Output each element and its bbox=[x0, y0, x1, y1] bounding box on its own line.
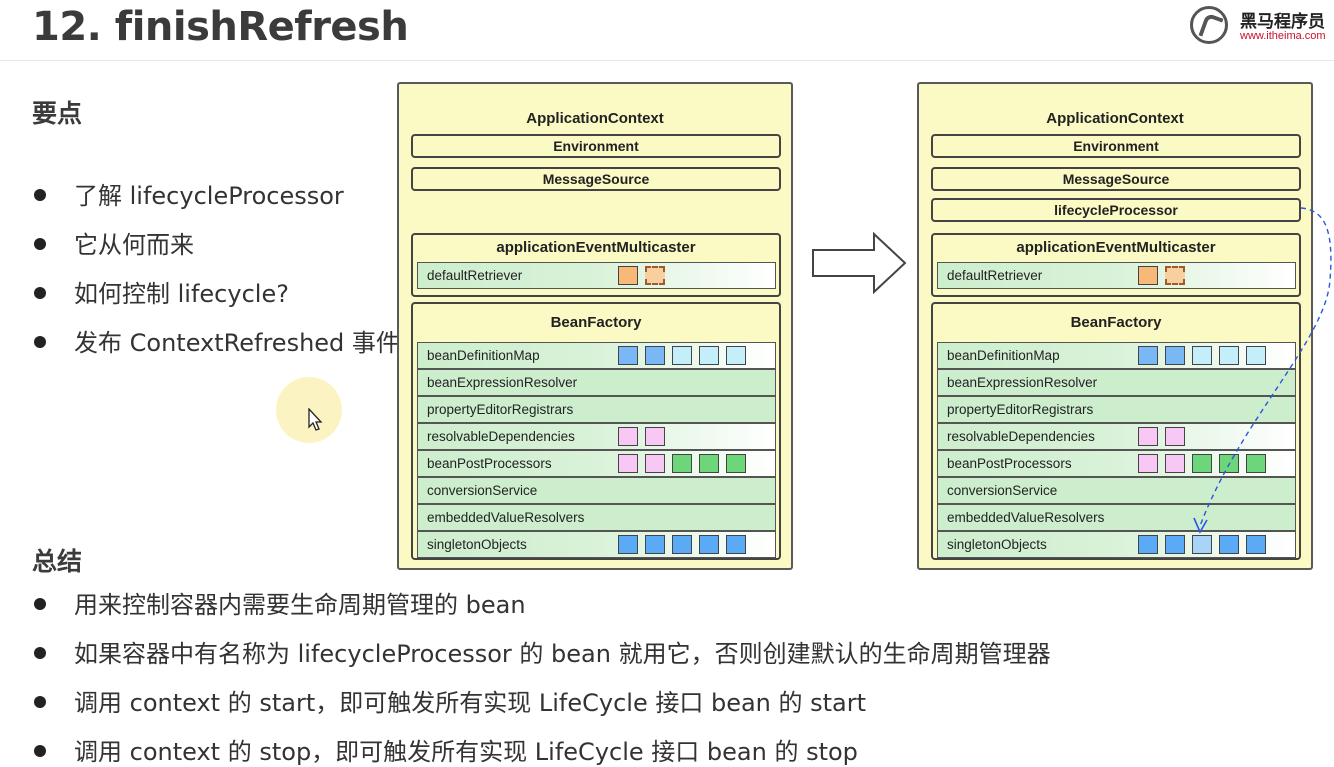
bean-square bbox=[1165, 535, 1185, 554]
bean-square bbox=[1246, 454, 1266, 473]
message-source-bar: MessageSource bbox=[411, 167, 781, 191]
transition-arrow-icon bbox=[812, 232, 907, 294]
bean-expression-resolver-row: beanExpressionResolver bbox=[417, 369, 776, 396]
key-points-heading: 要点 bbox=[32, 99, 83, 128]
resolvable-dependencies-row: resolvableDependencies bbox=[937, 423, 1296, 450]
listener-square-dashed bbox=[645, 266, 665, 285]
singleton-objects-row: singletonObjects bbox=[417, 531, 776, 558]
bullet-dot-icon bbox=[34, 647, 46, 659]
bean-square bbox=[618, 535, 638, 554]
bean-square bbox=[1165, 454, 1185, 473]
listener-square bbox=[1138, 266, 1158, 285]
bullet-dot-icon bbox=[34, 745, 46, 757]
mouse-pointer-icon bbox=[308, 408, 323, 431]
bean-square bbox=[1138, 454, 1158, 473]
property-editor-registrars-row: propertyEditorRegistrars bbox=[417, 396, 776, 423]
bean-square bbox=[645, 427, 665, 446]
summary-item: 调用 context 的 stop，即可触发所有实现 LifeCycle 接口 … bbox=[34, 732, 858, 767]
bean-square bbox=[726, 454, 746, 473]
listener-square-dashed bbox=[1165, 266, 1185, 285]
bean-factory-group: BeanFactory beanDefinitionMap beanExpres… bbox=[411, 302, 781, 560]
bean-square bbox=[1165, 346, 1185, 365]
bullet-dot-icon bbox=[34, 696, 46, 708]
bean-post-processors-row: beanPostProcessors bbox=[417, 450, 776, 477]
bean-square bbox=[1138, 427, 1158, 446]
bean-definition-map-row: beanDefinitionMap bbox=[937, 342, 1296, 369]
bean-square bbox=[1192, 346, 1212, 365]
horse-logo-icon bbox=[1190, 6, 1228, 44]
event-multicaster-group: applicationEventMulticaster defaultRetri… bbox=[931, 233, 1301, 297]
bean-square bbox=[1192, 454, 1212, 473]
singleton-objects-row: singletonObjects bbox=[937, 531, 1296, 558]
bullet-dot-icon bbox=[34, 189, 46, 201]
key-point-item: 了解 lifecycleProcessor bbox=[34, 176, 344, 211]
bean-square bbox=[645, 454, 665, 473]
environment-bar: Environment bbox=[411, 134, 781, 158]
bean-square bbox=[645, 346, 665, 365]
logo-url: www.itheima.com bbox=[1240, 30, 1326, 42]
brand-logo: 黑马程序员 www.itheima.com bbox=[1188, 4, 1334, 46]
bean-definition-map-row: beanDefinitionMap bbox=[417, 342, 776, 369]
application-context-title: ApplicationContext bbox=[1046, 110, 1184, 127]
event-multicaster-group: applicationEventMulticaster defaultRetri… bbox=[411, 233, 781, 297]
slide-title: 12. finishRefresh bbox=[32, 4, 409, 50]
embedded-value-resolvers-row: embeddedValueResolvers bbox=[417, 504, 776, 531]
bean-square bbox=[1246, 535, 1266, 554]
bean-square bbox=[672, 346, 692, 365]
summary-item: 调用 context 的 start，即可触发所有实现 LifeCycle 接口… bbox=[34, 683, 866, 718]
embedded-value-resolvers-row: embeddedValueResolvers bbox=[937, 504, 1296, 531]
key-point-item: 它从何而来 bbox=[34, 225, 194, 260]
key-point-item: 发布 ContextRefreshed 事件 bbox=[34, 323, 400, 358]
bean-factory-group: BeanFactory beanDefinitionMap beanExpres… bbox=[931, 302, 1301, 560]
bean-square bbox=[1219, 346, 1239, 365]
resolvable-dependencies-row: resolvableDependencies bbox=[417, 423, 776, 450]
lifecycle-processor-bean-square bbox=[1192, 535, 1212, 554]
bean-square bbox=[1165, 427, 1185, 446]
conversion-service-row: conversionService bbox=[417, 477, 776, 504]
application-context-before: ApplicationContext Environment MessageSo… bbox=[397, 82, 793, 570]
application-context-title: ApplicationContext bbox=[526, 110, 664, 127]
bean-square bbox=[726, 346, 746, 365]
summary-item: 如果容器中有名称为 lifecycleProcessor 的 bean 就用它，… bbox=[34, 634, 1051, 669]
bean-square bbox=[618, 427, 638, 446]
bean-square bbox=[699, 346, 719, 365]
bean-square bbox=[1246, 346, 1266, 365]
event-multicaster-title: applicationEventMulticaster bbox=[1016, 239, 1216, 256]
lifecycle-link-arrow bbox=[1193, 207, 1332, 534]
listener-square bbox=[618, 266, 638, 285]
bean-factory-title: BeanFactory bbox=[550, 314, 642, 331]
bean-square bbox=[1138, 535, 1158, 554]
bean-square bbox=[672, 454, 692, 473]
default-retriever-row: defaultRetriever bbox=[417, 262, 776, 289]
bean-square bbox=[645, 535, 665, 554]
bean-square bbox=[726, 535, 746, 554]
bean-square bbox=[672, 535, 692, 554]
summary-item: 用来控制容器内需要生命周期管理的 bean bbox=[34, 585, 526, 620]
title-divider bbox=[0, 60, 1334, 61]
bean-square bbox=[1138, 346, 1158, 365]
environment-bar: Environment bbox=[931, 134, 1301, 158]
bullet-dot-icon bbox=[34, 598, 46, 610]
bullet-dot-icon bbox=[34, 287, 46, 299]
lifecycle-processor-bar: lifecycleProcessor bbox=[931, 198, 1301, 222]
event-multicaster-title: applicationEventMulticaster bbox=[496, 239, 696, 256]
conversion-service-row: conversionService bbox=[937, 477, 1296, 504]
logo-name: 黑马程序员 bbox=[1240, 12, 1325, 32]
default-retriever-row: defaultRetriever bbox=[937, 262, 1296, 289]
summary-heading: 总结 bbox=[32, 547, 83, 576]
bean-square bbox=[618, 346, 638, 365]
bean-square bbox=[1219, 535, 1239, 554]
bean-expression-resolver-row: beanExpressionResolver bbox=[937, 369, 1296, 396]
key-point-item: 如何控制 lifecycle? bbox=[34, 274, 289, 309]
bullet-dot-icon bbox=[34, 238, 46, 250]
bean-square bbox=[699, 454, 719, 473]
bean-factory-title: BeanFactory bbox=[1070, 314, 1162, 331]
bean-square bbox=[618, 454, 638, 473]
bean-square bbox=[699, 535, 719, 554]
bullet-dot-icon bbox=[34, 336, 46, 348]
message-source-bar: MessageSource bbox=[931, 167, 1301, 191]
bean-post-processors-row: beanPostProcessors bbox=[937, 450, 1296, 477]
application-context-after: ApplicationContext Environment MessageSo… bbox=[917, 82, 1313, 570]
property-editor-registrars-row: propertyEditorRegistrars bbox=[937, 396, 1296, 423]
